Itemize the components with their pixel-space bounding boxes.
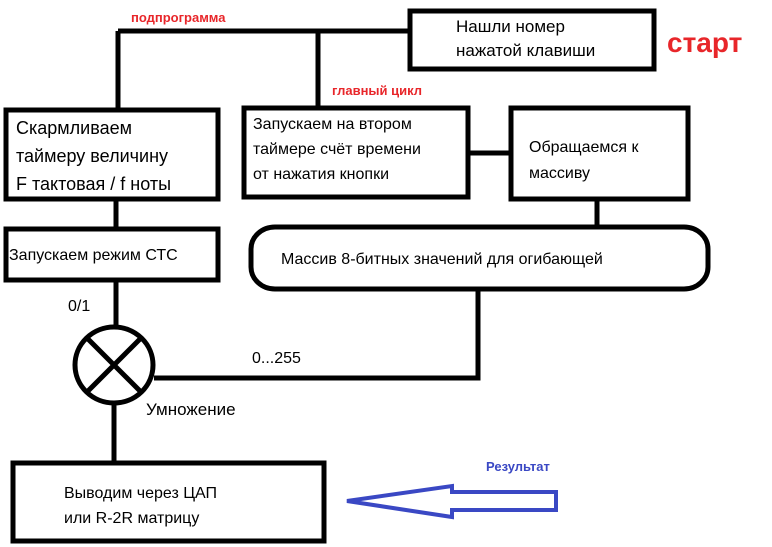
label-subroutine: подпрограмма <box>131 10 226 25</box>
block-key-found: Нашли номер нажатой клавиши <box>407 8 657 72</box>
block-text: таймере счёт времени <box>253 141 421 158</box>
block-dac-output: Выводим через ЦАП или R-2R матрицу <box>10 460 327 544</box>
block-text: Запускаем режим СТС <box>9 247 178 264</box>
block-text: массиву <box>529 165 590 182</box>
block-start-second-timer: Запускаем на втором таймере счёт времени… <box>241 105 471 200</box>
block-feed-timer: Скармливаем таймеру величину F тактовая … <box>3 107 221 202</box>
block-ctc-mode: Запускаем режим СТС <box>3 226 221 283</box>
block-text: от нажатия кнопки <box>253 166 389 183</box>
result-arrow-icon <box>346 483 558 520</box>
block-text: Массив 8-битных значений для огибающей <box>281 251 603 268</box>
block-text: или R-2R матрицу <box>64 510 199 527</box>
block-text: Выводим через ЦАП <box>64 485 217 502</box>
label-multiply: Умножение <box>146 400 236 419</box>
label-result: Результат <box>486 459 550 474</box>
label-input-01: 0/1 <box>68 298 90 315</box>
block-text: Скармливаем <box>16 118 132 138</box>
block-envelope-array: Массив 8-битных значений для огибающей <box>248 224 711 292</box>
label-main-loop: главный цикл <box>332 83 422 98</box>
cross-icon <box>85 336 143 394</box>
multiplier-symbol <box>72 324 156 406</box>
block-text: таймеру величину <box>16 146 168 166</box>
label-input-range: 0...255 <box>252 350 301 367</box>
array-multiplier-connector <box>154 290 481 381</box>
connectors <box>111 28 600 462</box>
block-access-array: Обращаемся к массиву <box>508 105 691 202</box>
label-start: старт <box>667 27 742 58</box>
block-text: Нашли номер <box>456 17 565 36</box>
block-text: Обращаемся к <box>529 139 639 156</box>
block-text: F тактовая / f ноты <box>16 174 171 194</box>
block-text: нажатой клавиши <box>456 41 595 60</box>
block-text: Запускаем на втором <box>253 116 412 133</box>
